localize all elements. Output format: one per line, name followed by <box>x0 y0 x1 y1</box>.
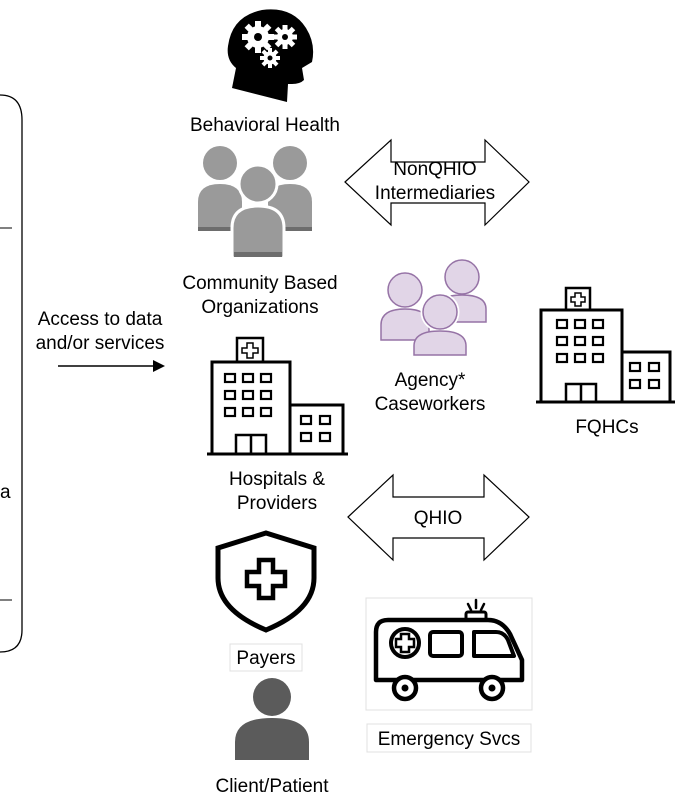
agency-label-line1: Agency* <box>395 370 466 391</box>
left-container-outline <box>0 94 23 653</box>
nonqhio-double-arrow <box>344 138 530 227</box>
person-icon <box>235 678 309 760</box>
head-with-gears-icon <box>227 9 314 103</box>
access-arrow-head <box>153 360 165 372</box>
qhio-double-arrow <box>347 473 530 562</box>
people-group-icon <box>198 146 312 260</box>
ambulance-icon <box>365 597 533 711</box>
hospital-building-icon <box>207 336 348 456</box>
access-label-line2: and/or services <box>36 333 165 354</box>
fqhc-building-icon <box>536 286 675 404</box>
nonqhio-label-line2: Intermediaries <box>375 183 495 204</box>
emergency-label: Emergency Svcs <box>378 729 521 750</box>
shield-plus-icon <box>215 530 317 633</box>
hospitals-label-line2: Providers <box>237 493 317 514</box>
hospitals-label-line1: Hospitals & <box>229 469 325 490</box>
behavioral-health-label: Behavioral Health <box>190 115 340 136</box>
fqhcs-label: FQHCs <box>575 417 638 438</box>
client-label: Client/Patient <box>215 776 329 797</box>
cbo-label-line2: Organizations <box>201 297 318 318</box>
agency-label-line2: Caseworkers <box>375 394 486 415</box>
payers-label: Payers <box>236 648 295 669</box>
caseworkers-group-icon <box>380 259 487 356</box>
cbo-label-line1: Community Based <box>182 273 337 294</box>
access-label-line1: Access to data <box>38 309 163 330</box>
nonqhio-label-line1: NonQHIO <box>393 159 476 180</box>
payers-label-box <box>229 643 303 672</box>
emergency-label-box <box>366 723 532 753</box>
qhio-label: QHIO <box>414 508 463 529</box>
cut-off-text: a <box>0 482 11 503</box>
